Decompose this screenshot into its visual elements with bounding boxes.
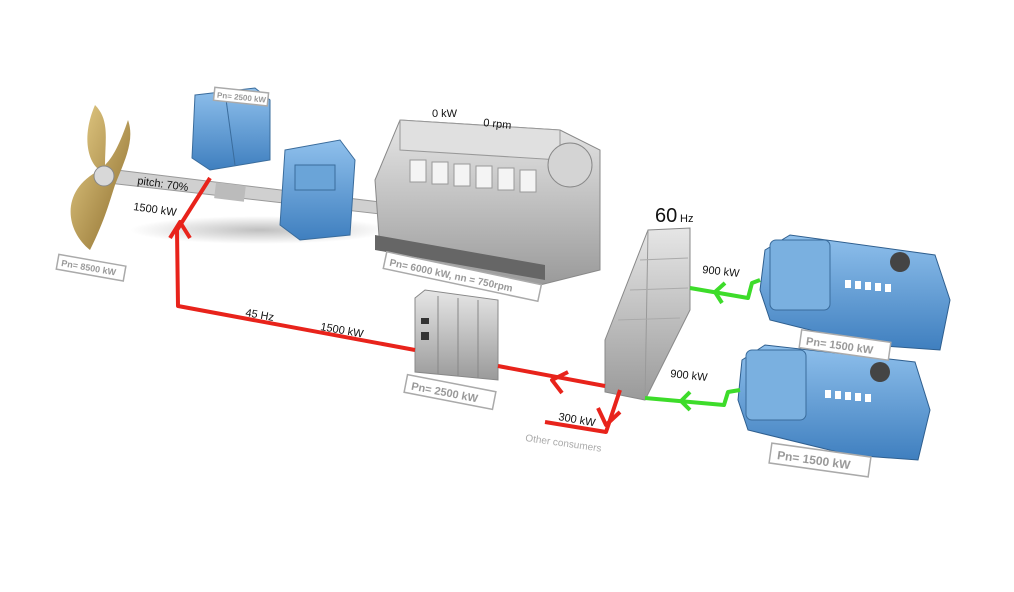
frequency-converter <box>414 289 499 381</box>
electric-flow-to-motor <box>168 176 606 395</box>
other-consumers-label: Other consumers <box>525 433 602 455</box>
main-engine <box>374 119 601 286</box>
engine-speed-readout: 0 rpm <box>483 117 512 132</box>
switchboard-frequency-unit: Hz <box>680 213 693 225</box>
switchboard-frequency-value: 60 <box>655 205 677 227</box>
gearbox <box>279 139 356 241</box>
generator-1-rating-label: Pn= 1500 kW <box>798 328 892 362</box>
generator-set-1 <box>759 234 951 351</box>
engine-power-readout: 0 kW <box>432 108 458 120</box>
converter-rating-label: Pn= 2500 kW <box>403 373 497 411</box>
shaft-motor-rating-label: Pn= 2500 kW <box>212 86 270 107</box>
electric-flow-from-generators <box>644 278 761 412</box>
propeller-rating-label: Pn= 8500 kW <box>55 253 127 282</box>
generator-set-2 <box>737 344 931 461</box>
motor-frequency-readout: 45 Hz <box>244 307 274 324</box>
generator-2-power-readout: 900 kW <box>670 368 709 384</box>
propeller <box>70 105 131 250</box>
electric-flow-to-consumers <box>544 389 622 434</box>
main-switchboard <box>604 227 691 401</box>
shaft-motor <box>191 87 271 171</box>
propeller-power-readout: 1500 kW <box>133 201 178 219</box>
generator-1-power-readout: 900 kW <box>702 264 741 280</box>
